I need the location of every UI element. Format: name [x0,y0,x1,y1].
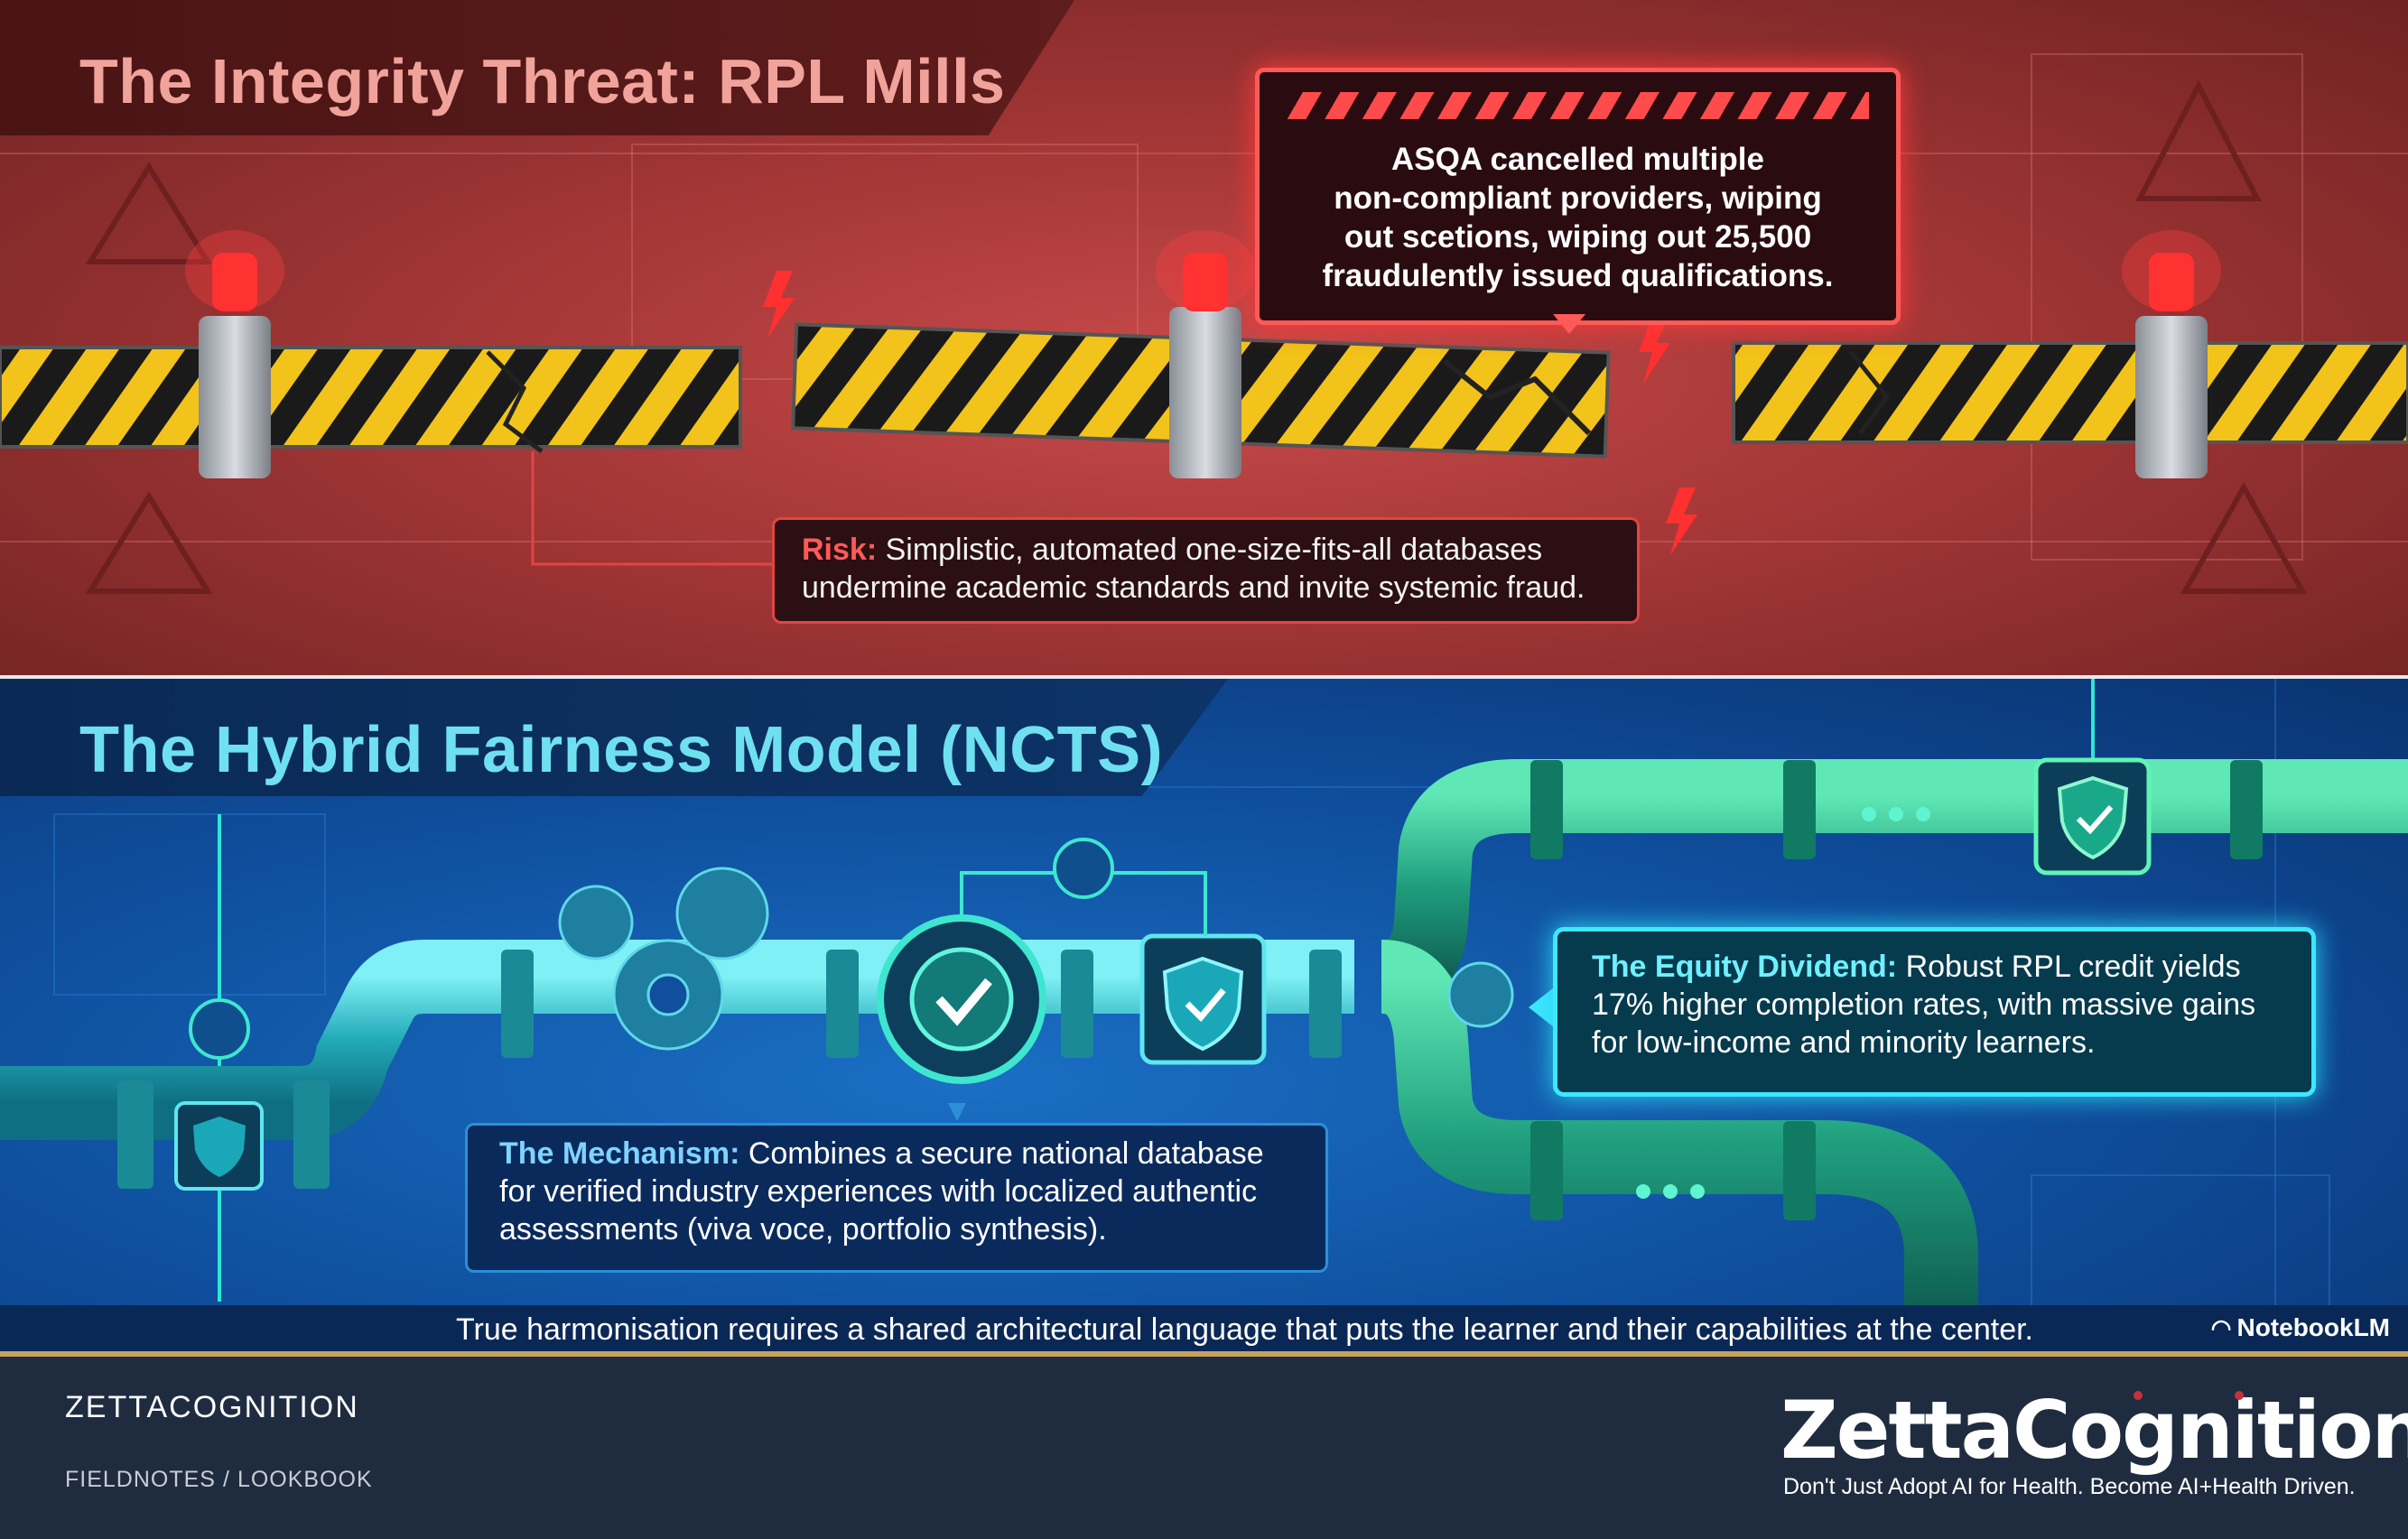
brand-name: ZETTACOGNITION [65,1390,359,1424]
equity-dividend-callout: The Equity Dividend: Robust RPL credit y… [1553,927,2316,1097]
equity-description: Robust RPL credit yields 17% higher comp… [1592,950,2256,1060]
caption-bar: True harmonisation requires a shared arc… [0,1305,2408,1351]
check-badge-icon [189,838,1114,1060]
warning-triangle-icon [85,79,2308,594]
panel-divider [0,675,2408,679]
pipeline-illustration [0,679,2408,1312]
teal-pipe [0,940,1354,1189]
hybrid-fairness-panel: The Hybrid Fairness Model (NCTS) The Mec… [0,679,2408,1351]
risk-text: Risk: Simplistic, automated one-size-fit… [802,531,1619,607]
callout-pointer [1553,314,1585,334]
logo-dot [2235,1391,2244,1400]
gears-icon [558,867,1514,1051]
logo-dot [2134,1391,2143,1400]
panel-title: The Integrity Threat: RPL Mills [79,46,1006,116]
tagline: Don't Just Adopt AI for Health. Become A… [1783,1474,2356,1499]
alert-text: ASQA cancelled multiple non-compliant pr… [1322,142,1834,293]
title-banner: The Integrity Threat: RPL Mills [0,0,1074,135]
callout-pointer [1529,987,1554,1027]
shield-icon [174,757,2152,1191]
notebooklm-watermark: ◠NotebookLM [2211,1313,2390,1342]
notebooklm-icon: ◠ [2210,1314,2232,1341]
breadcrumb-lookbook[interactable]: LOOKBOOK [237,1467,373,1492]
risk-callout: Risk: Simplistic, automated one-size-fit… [772,517,1640,624]
breadcrumb-fieldnotes[interactable]: FIELDNOTES [65,1467,216,1492]
caption-text: True harmonisation requires a shared arc… [456,1312,2033,1347]
pipe-collar [199,307,2208,478]
alert-callout: ASQA cancelled multiple non-compliant pr… [1255,68,1901,325]
hazard-stripes [1287,92,1869,119]
mechanism-description: Combines a secure national database for … [499,1136,1264,1247]
mechanism-callout: The Mechanism: Combines a secure nationa… [465,1123,1328,1273]
zettacognition-logo[interactable]: ZettaCognition [1780,1384,2408,1477]
site-footer: ZETTACOGNITION FIELDNOTES/ LOOKBOOK Zetta… [0,1357,2408,1539]
mechanism-text: The Mechanism: Combines a secure nationa… [499,1135,1303,1248]
green-pipe [1379,679,2408,1311]
title-banner: The Hybrid Fairness Model (NCTS) [0,679,1228,796]
checkmark-gauge-icon [877,914,1046,1084]
panel-title: The Hybrid Fairness Model (NCTS) [79,714,1164,786]
equity-label: The Equity Dividend: [1592,950,1898,984]
mechanism-label: The Mechanism: [499,1136,740,1171]
hazard-pipe-illustration [0,53,2408,594]
risk-label: Risk: [802,533,878,567]
breadcrumb: FIELDNOTES/ LOOKBOOK [65,1467,373,1493]
watermark-text: NotebookLM [2236,1313,2390,1341]
alarm-beacon-icon [185,230,2221,311]
footer-accent-line [0,1351,2408,1357]
breadcrumb-separator: / [222,1467,230,1492]
integrity-threat-panel: The Integrity Threat: RPL Mills ASQA can… [0,0,2408,675]
risk-description: Simplistic, automated one-size-fits-all … [802,533,1585,605]
equity-text: The Equity Dividend: Robust RPL credit y… [1592,948,2287,1062]
lightning-icon [763,271,1697,555]
